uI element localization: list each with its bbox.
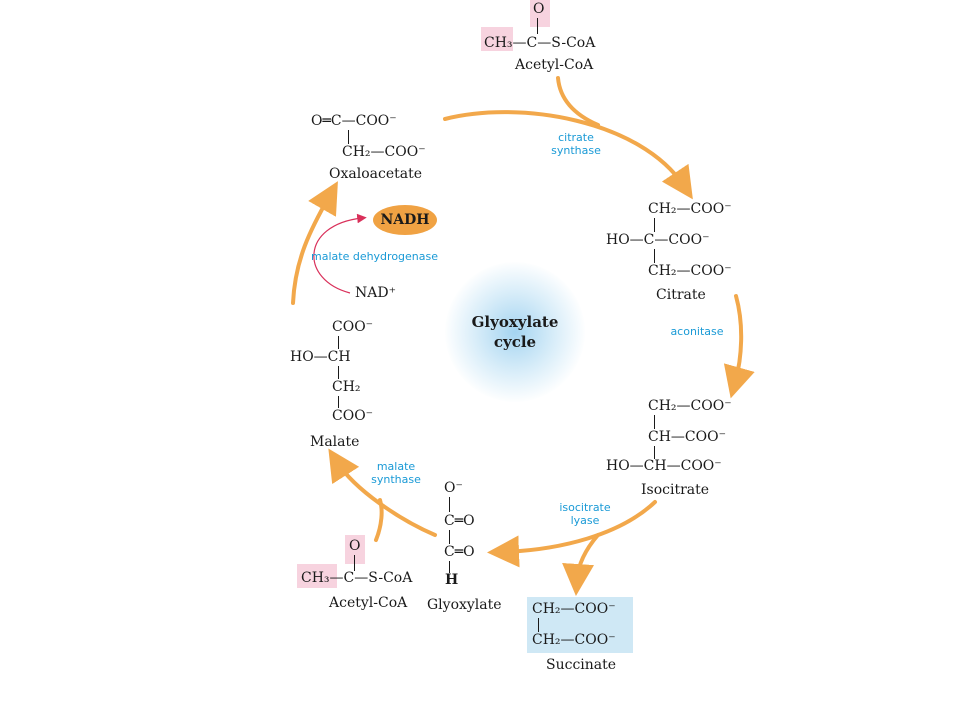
bond-line [449,497,450,512]
formula-line: CH₃—C—S-CoA [301,570,413,586]
bond-line [538,618,539,632]
enzyme-line: malate [376,460,416,473]
line-1: O═C—COO⁻ [311,113,397,129]
line-2: CH₂—COO⁻ [342,144,426,160]
line-2: CH₂—COO⁻ [532,632,616,648]
bond-line [654,446,655,459]
line-2: CH—COO⁻ [648,429,726,445]
highlight-acetyl-bottom [297,564,337,588]
molecule-name: Malate [310,434,360,450]
bond-line [348,130,349,144]
cycle-title-line1: Glyoxylate [471,313,559,331]
molecule-name: Isocitrate [641,482,710,498]
enzyme-line: synthase [551,144,601,157]
line-1: CH₂—COO⁻ [532,601,616,617]
arrow-to-isocitrate [723,294,755,399]
enzyme-aconitase: aconitase [665,325,729,338]
bond-line [338,336,339,349]
molecule-name: Succinate [546,657,617,673]
highlight-carbonyl-bottom [345,535,365,564]
bond-line [338,396,339,408]
arrow-acetylcoa-entry-top [556,76,600,127]
cofactor-nadh: NADH [373,205,437,235]
bond-line [338,366,339,379]
arrow-to-oxaloacetate [291,181,338,305]
enzyme-line: citrate [558,131,594,144]
arrow-acetylcoa-entry-bottom [374,498,384,542]
line-1: O⁻ [444,480,463,496]
redox-arrow [313,213,367,294]
formula-line: CH₃—C—S-CoA [484,35,596,51]
bond-line [654,249,655,263]
arrow-to-glyoxylate [487,500,657,568]
enzyme-citrate-synthase: citrate synthase [546,131,606,157]
cofactor-nad: NAD⁺ [355,285,396,301]
line-1: CH₂—COO⁻ [648,201,732,217]
highlight-acetyl-top [481,27,513,51]
carbonyl-o: O [533,1,545,17]
bond-line [654,415,655,429]
enzyme-line: aconitase [670,325,724,338]
molecule-name: Citrate [656,287,706,303]
highlight-carbonyl-top [530,0,550,27]
enzyme-isocitrate-lyase: isocitrate lyase [554,501,616,527]
molecule-name: Glyoxylate [427,597,502,613]
bond-line [537,18,538,34]
enzyme-line: synthase [371,473,421,486]
enzyme-line: lyase [570,514,600,527]
line-4: H [445,572,459,588]
bond-line [354,555,355,571]
line-2: HO—CH [290,349,351,365]
succinate-highlight [527,597,633,653]
line-3: HO—CH—COO⁻ [606,458,722,474]
molecule-name: Acetyl-CoA [329,595,408,611]
bond-line [449,561,450,573]
cycle-title: Glyoxylate cycle [440,312,590,352]
molecule-name: Oxaloacetate [329,166,422,182]
line-4: COO⁻ [332,408,374,424]
enzyme-malate-synthase: malate synthase [365,460,427,486]
line-1: CH₂—COO⁻ [648,398,732,414]
line-2: HO—C—COO⁻ [606,232,710,248]
center-glow [445,262,585,402]
line-2: C═O [444,513,475,529]
bond-line [449,530,450,544]
molecule-name: Acetyl-CoA [515,57,594,73]
line-1: COO⁻ [332,319,374,335]
enzyme-malate-dehydrogenase: malate dehydrogenase [311,250,441,263]
arrow-to-succinate [562,533,600,596]
cycle-title-line2: cycle [493,333,537,351]
arrow-to-citrate [443,110,693,200]
carbonyl-o: O [349,538,361,554]
line-3: C═O [444,544,475,560]
enzyme-line: isocitrate [559,501,611,514]
enzyme-line: malate dehydrogenase [311,250,439,263]
bond-line [654,218,655,232]
line-3: CH₂—COO⁻ [648,263,732,279]
line-3: CH₂ [332,379,361,395]
